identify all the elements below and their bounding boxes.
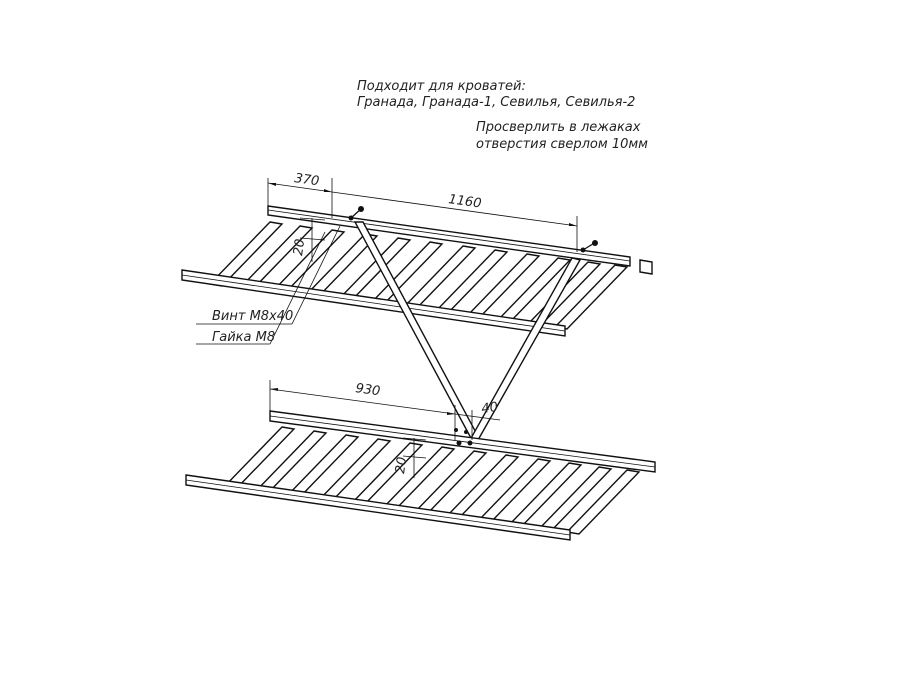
part-callouts: Винт М8х40 Гайка М8 (196, 225, 341, 345)
upper-bed-frame (181, 205, 653, 337)
lower-dimensions: 930 40 20 (269, 380, 501, 478)
upper-dimensions: 370 1160 20 (267, 171, 578, 262)
dim-lower-gap: 40 (480, 400, 498, 417)
bolt-icon (467, 440, 473, 446)
cross-braces (353, 221, 582, 441)
dim-upper-height: 20 (291, 238, 308, 256)
screw-label: Винт М8х40 (212, 309, 293, 324)
fits-note-line2: Гранада, Гранада-1, Севилья, Севилья-2 (357, 95, 635, 110)
fits-note-line1: Подходит для кроватей: (357, 79, 526, 94)
bolt-icon (456, 440, 462, 446)
upper-back-rail (267, 205, 631, 267)
dim-lower-height: 20 (393, 456, 410, 474)
dim-upper-offset: 370 (293, 171, 320, 189)
dim-lower-offset: 930 (354, 381, 381, 399)
lower-bed-frame (185, 410, 656, 541)
lower-slats (220, 426, 641, 535)
drill-note-line1: Просверлить в лежаках (476, 120, 641, 135)
nut-label: Гайка М8 (212, 330, 275, 345)
dim-upper-span: 1160 (447, 192, 482, 211)
drill-note-line2: отверстия сверлом 10мм (476, 137, 648, 152)
bolt-icons (348, 206, 598, 446)
